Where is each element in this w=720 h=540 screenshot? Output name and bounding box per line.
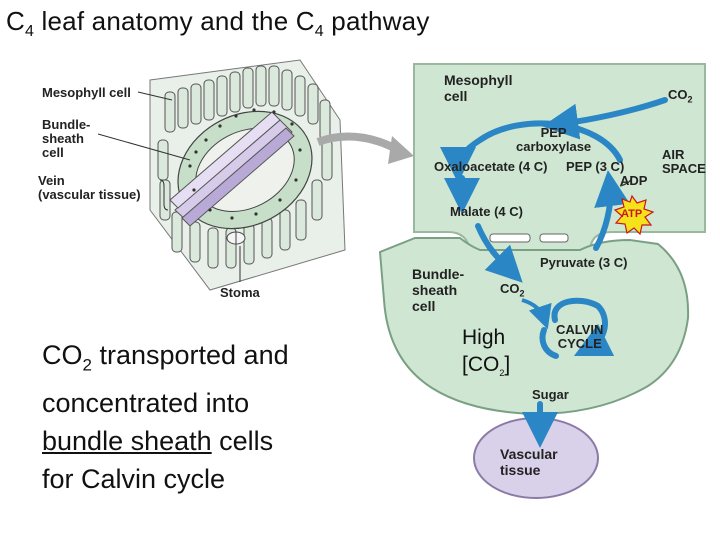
- caption-text: CO2 transported and concentrated into bu…: [42, 340, 289, 495]
- mesophyll-cell-label: Mesophyll cell: [42, 85, 131, 100]
- pep-label: PEP (3 C): [566, 159, 625, 174]
- bundle-sheath-label: Bundle- sheath cell: [42, 117, 91, 160]
- vein-label: Vein (vascular tissue): [38, 173, 141, 202]
- pep-carboxylase-label: PEP carboxylase: [516, 125, 592, 154]
- oxaloacetate-label: Oxaloacetate (4 C): [434, 159, 548, 174]
- sugar-label: Sugar: [532, 387, 569, 402]
- atp-starburst: [613, 194, 655, 236]
- calvin-cycle-label: CALVIN CYCLE: [556, 322, 604, 351]
- co2-released-label: CO2: [500, 281, 525, 299]
- stoma-label: Stoma: [220, 285, 260, 300]
- vascular-tissue-label: Vascular tissue: [500, 446, 558, 478]
- atp-label: ATP: [621, 208, 643, 220]
- bundle-sheath-cell-title: Bundle- sheath cell: [412, 266, 465, 314]
- mesophyll-cell-title: Mesophyll cell: [444, 72, 513, 104]
- malate-label: Malate (4 C): [450, 204, 523, 219]
- air-space-label: AIR SPACE: [662, 147, 706, 176]
- page-title: C4 leaf anatomy and the C4 pathway: [6, 6, 430, 41]
- leaf-cross-section: [97, 59, 346, 291]
- pyruvate-label: Pyruvate (3 C): [540, 255, 628, 270]
- high-co2-label: High [CO2]: [462, 326, 511, 379]
- co2-in-label: CO2: [668, 87, 693, 105]
- pathway-arrows: [440, 97, 668, 448]
- adp-label: ADP: [620, 173, 648, 188]
